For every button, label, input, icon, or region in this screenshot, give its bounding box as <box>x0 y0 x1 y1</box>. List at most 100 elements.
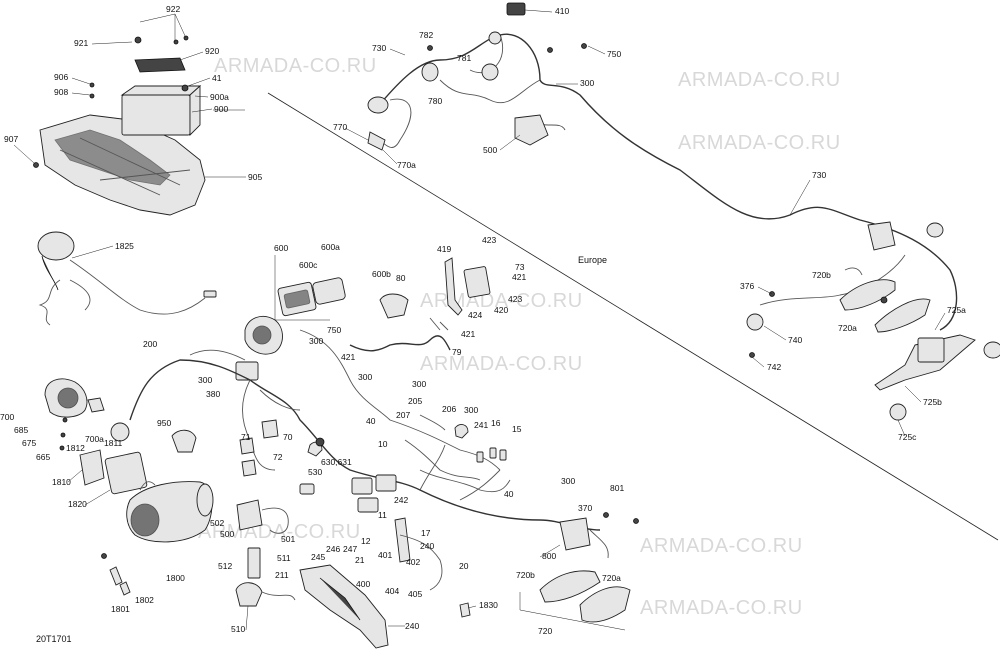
callout: 1830 <box>479 600 498 610</box>
callout: 600a <box>321 242 340 252</box>
sensor-group-70 <box>239 419 325 495</box>
callout: 402 <box>406 557 420 567</box>
callout: 421 <box>512 272 526 282</box>
callout: 720b <box>516 570 535 580</box>
callout: 900a <box>210 92 229 102</box>
callout: 16 <box>491 418 501 428</box>
headlight-right <box>235 316 283 381</box>
callout: 15 <box>512 424 522 434</box>
watermark: ARMADA-CO.RU <box>420 353 583 375</box>
callout: 71 <box>241 432 251 442</box>
callout: 685 <box>14 425 28 435</box>
callout: 80 <box>396 273 406 283</box>
callout: 600c <box>299 260 318 270</box>
callout: 1811 <box>104 438 123 448</box>
callout: 1802 <box>135 595 154 605</box>
callout: 500 <box>220 529 234 539</box>
callout: 240 <box>420 541 434 551</box>
callout: 41 <box>212 73 222 83</box>
callout: 500 <box>483 145 497 155</box>
callout: 720 <box>538 626 552 636</box>
taillight-group-lower <box>519 512 639 631</box>
callout: 530 <box>308 467 322 477</box>
callout: 770a <box>397 160 416 170</box>
region-divider <box>267 92 999 541</box>
ecm-600-group <box>274 255 346 321</box>
callout: 730 <box>372 43 386 53</box>
relay-group-500 <box>235 499 296 607</box>
callout: 72 <box>273 452 283 462</box>
callout: 73 <box>515 262 525 272</box>
callout: 742 <box>767 362 781 372</box>
callout: 781 <box>457 53 471 63</box>
watermark: ARMADA-CO.RU <box>640 535 803 557</box>
callout: 740 <box>788 335 802 345</box>
callout: 665 <box>36 452 50 462</box>
callout: 420 <box>494 305 508 315</box>
callout: 205 <box>408 396 422 406</box>
main-harness-front <box>367 2 958 331</box>
callout: 511 <box>277 553 291 563</box>
callout: 905 <box>248 172 262 182</box>
callout: 502 <box>210 518 224 528</box>
callout: 1812 <box>66 443 85 453</box>
callout: 300 <box>198 375 212 385</box>
callout: 908 <box>54 87 68 97</box>
callout: 600b <box>372 269 391 279</box>
callout: 70 <box>283 432 293 442</box>
callout: 401 <box>378 550 392 560</box>
drawing-code: 20T1701 <box>36 634 72 644</box>
callout: 245 <box>311 552 325 562</box>
callout: 380 <box>206 389 220 399</box>
callout: 17 <box>421 528 431 538</box>
callout: 700a <box>85 434 104 444</box>
callout: 20 <box>459 561 469 571</box>
callout: 370 <box>578 503 592 513</box>
callout: 800 <box>542 551 556 561</box>
callout: 906 <box>54 72 68 82</box>
callout: 404 <box>385 586 399 596</box>
callout: 424 <box>468 310 482 320</box>
chassis-bracket-240 <box>299 517 471 649</box>
callout: 421 <box>341 352 355 362</box>
watermark: ARMADA-CO.RU <box>678 69 841 91</box>
battery-tray-assembly <box>33 35 206 216</box>
callout: 207 <box>396 410 410 420</box>
callout: 300 <box>464 405 478 415</box>
callout: 300 <box>580 78 594 88</box>
callout: 10 <box>378 439 388 449</box>
callout: 300 <box>561 476 575 486</box>
callout: 206 <box>442 404 456 414</box>
callout: 700 <box>0 412 14 422</box>
callout: 410 <box>555 6 569 16</box>
callout: 630,631 <box>321 457 352 467</box>
bracket-group-419 <box>349 257 491 352</box>
callout: 510 <box>231 624 245 634</box>
callout: 950 <box>157 418 171 428</box>
callout: 922 <box>166 4 180 14</box>
callout: 675 <box>22 438 36 448</box>
callout: 921 <box>74 38 88 48</box>
callout: 79 <box>452 347 462 357</box>
callout: 11 <box>378 510 387 520</box>
watermark: ARMADA-CO.RU <box>420 290 583 312</box>
callout: 241 <box>474 420 488 430</box>
callout: 720a <box>602 573 621 583</box>
callout: 376 <box>740 281 754 291</box>
callout-labels: 922 921 920 906 908 41 900a 900 907 905 … <box>0 4 966 636</box>
callout: 419 <box>437 244 451 254</box>
taillight-group-europe <box>746 221 1000 421</box>
callout: 1801 <box>111 604 130 614</box>
callout: 1820 <box>68 499 87 509</box>
watermark: ARMADA-CO.RU <box>198 521 361 543</box>
callout: 423 <box>508 294 522 304</box>
callout: 1825 <box>115 241 134 251</box>
callout: 780 <box>428 96 442 106</box>
callout: 405 <box>408 589 422 599</box>
callout: 242 <box>394 495 408 505</box>
callout: 750 <box>327 325 341 335</box>
watermark: ARMADA-CO.RU <box>640 597 803 619</box>
winch-starter-group <box>79 429 214 596</box>
